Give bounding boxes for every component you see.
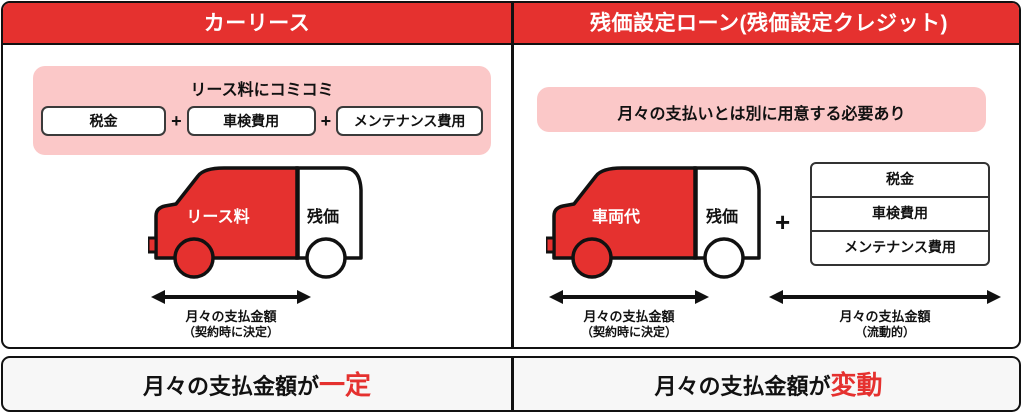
car-label-vehicle-price: 車両代 [591, 209, 640, 226]
monthly-payment-arrow-loan-car [549, 290, 709, 304]
monthly-payment-arrow-loan-fees [769, 290, 1001, 304]
car-label-residual-value-loan: 残価 [705, 209, 738, 226]
cost-box-tax: 税金 [41, 106, 167, 136]
plus-separator-1: + [171, 111, 182, 131]
caption-main-lease: 月々の支払金額 [185, 309, 277, 324]
car-label-residual-value: 残価 [306, 209, 339, 226]
conclusion-loan-accent: 変動 [830, 370, 883, 400]
car-illustration-lease [148, 166, 363, 279]
plus-separator-2: + [320, 111, 332, 131]
conclusion-loan-prefix: 月々の支払金額が [654, 374, 831, 399]
plus-separator-fees: + [775, 207, 791, 237]
header-title-car-lease: カーリース [203, 12, 311, 35]
caption-sub-loan-fees: （流動的） [854, 325, 915, 340]
panel-car-lease: リース料にコミコミ 税金 + 車検費用 + メンテナンス費用 [3, 45, 511, 347]
monthly-payment-caption-lease: 月々の支払金額 （契約時に決定） [121, 309, 341, 340]
fee-cell-tax: 税金 [812, 164, 988, 198]
car-illustration-loan [546, 166, 761, 279]
cost-box-maintenance: メンテナンス費用 [336, 106, 484, 136]
conclusion-loan: 月々の支払金額が変動 [514, 358, 1019, 410]
monthly-payment-caption-loan-fees: 月々の支払金額 （流動的） [775, 309, 995, 340]
fee-cell-inspection: 車検費用 [812, 198, 988, 232]
cost-box-inspection: 車検費用 [186, 106, 316, 136]
lease-included-cost-row: 税金 + 車検費用 + メンテナンス費用 [41, 104, 484, 138]
caption-sub-lease: （契約時に決定） [182, 325, 279, 340]
header-title-residual-loan: 残価設定ローン(残価設定クレジット) [590, 12, 948, 35]
extra-fee-stack: 税金 車検費用 メンテナンス費用 [810, 162, 990, 266]
conclusion-band: 月々の支払金額が一定 月々の支払金額が変動 [1, 356, 1021, 412]
monthly-payment-arrow-lease [151, 290, 311, 304]
lease-included-bubble: リース料にコミコミ 税金 + 車検費用 + メンテナンス費用 [33, 66, 491, 155]
conclusion-lease-prefix: 月々の支払金額が [142, 374, 319, 399]
car-label-lease-fee: リース料 [186, 209, 250, 226]
diagram-frame: カーリース 残価設定ローン(残価設定クレジット) リース料にコミコミ 税金 + … [1, 1, 1021, 349]
panel-divider [511, 3, 514, 347]
separate-payment-bubble: 月々の支払いとは別に用意する必要あり [537, 87, 986, 132]
conclusion-divider [511, 358, 514, 410]
caption-main-loan-fees: 月々の支払金額 [839, 309, 931, 324]
conclusion-lease: 月々の支払金額が一定 [3, 358, 511, 410]
conclusion-lease-accent: 一定 [319, 370, 372, 400]
separate-payment-bubble-title: 月々の支払いとは別に用意する必要あり [617, 106, 906, 123]
caption-main-loan-car: 月々の支払金額 [583, 309, 675, 324]
fee-cell-maintenance: メンテナンス費用 [844, 239, 956, 255]
lease-included-bubble-title: リース料にコミコミ [190, 82, 334, 99]
caption-sub-loan-car: （契約時に決定） [580, 325, 677, 340]
monthly-payment-caption-loan-car: 月々の支払金額 （契約時に決定） [519, 309, 739, 340]
panel-residual-loan: 月々の支払いとは別に用意する必要あり 車両代 残価 + 税金 車検費用 [514, 45, 1019, 347]
